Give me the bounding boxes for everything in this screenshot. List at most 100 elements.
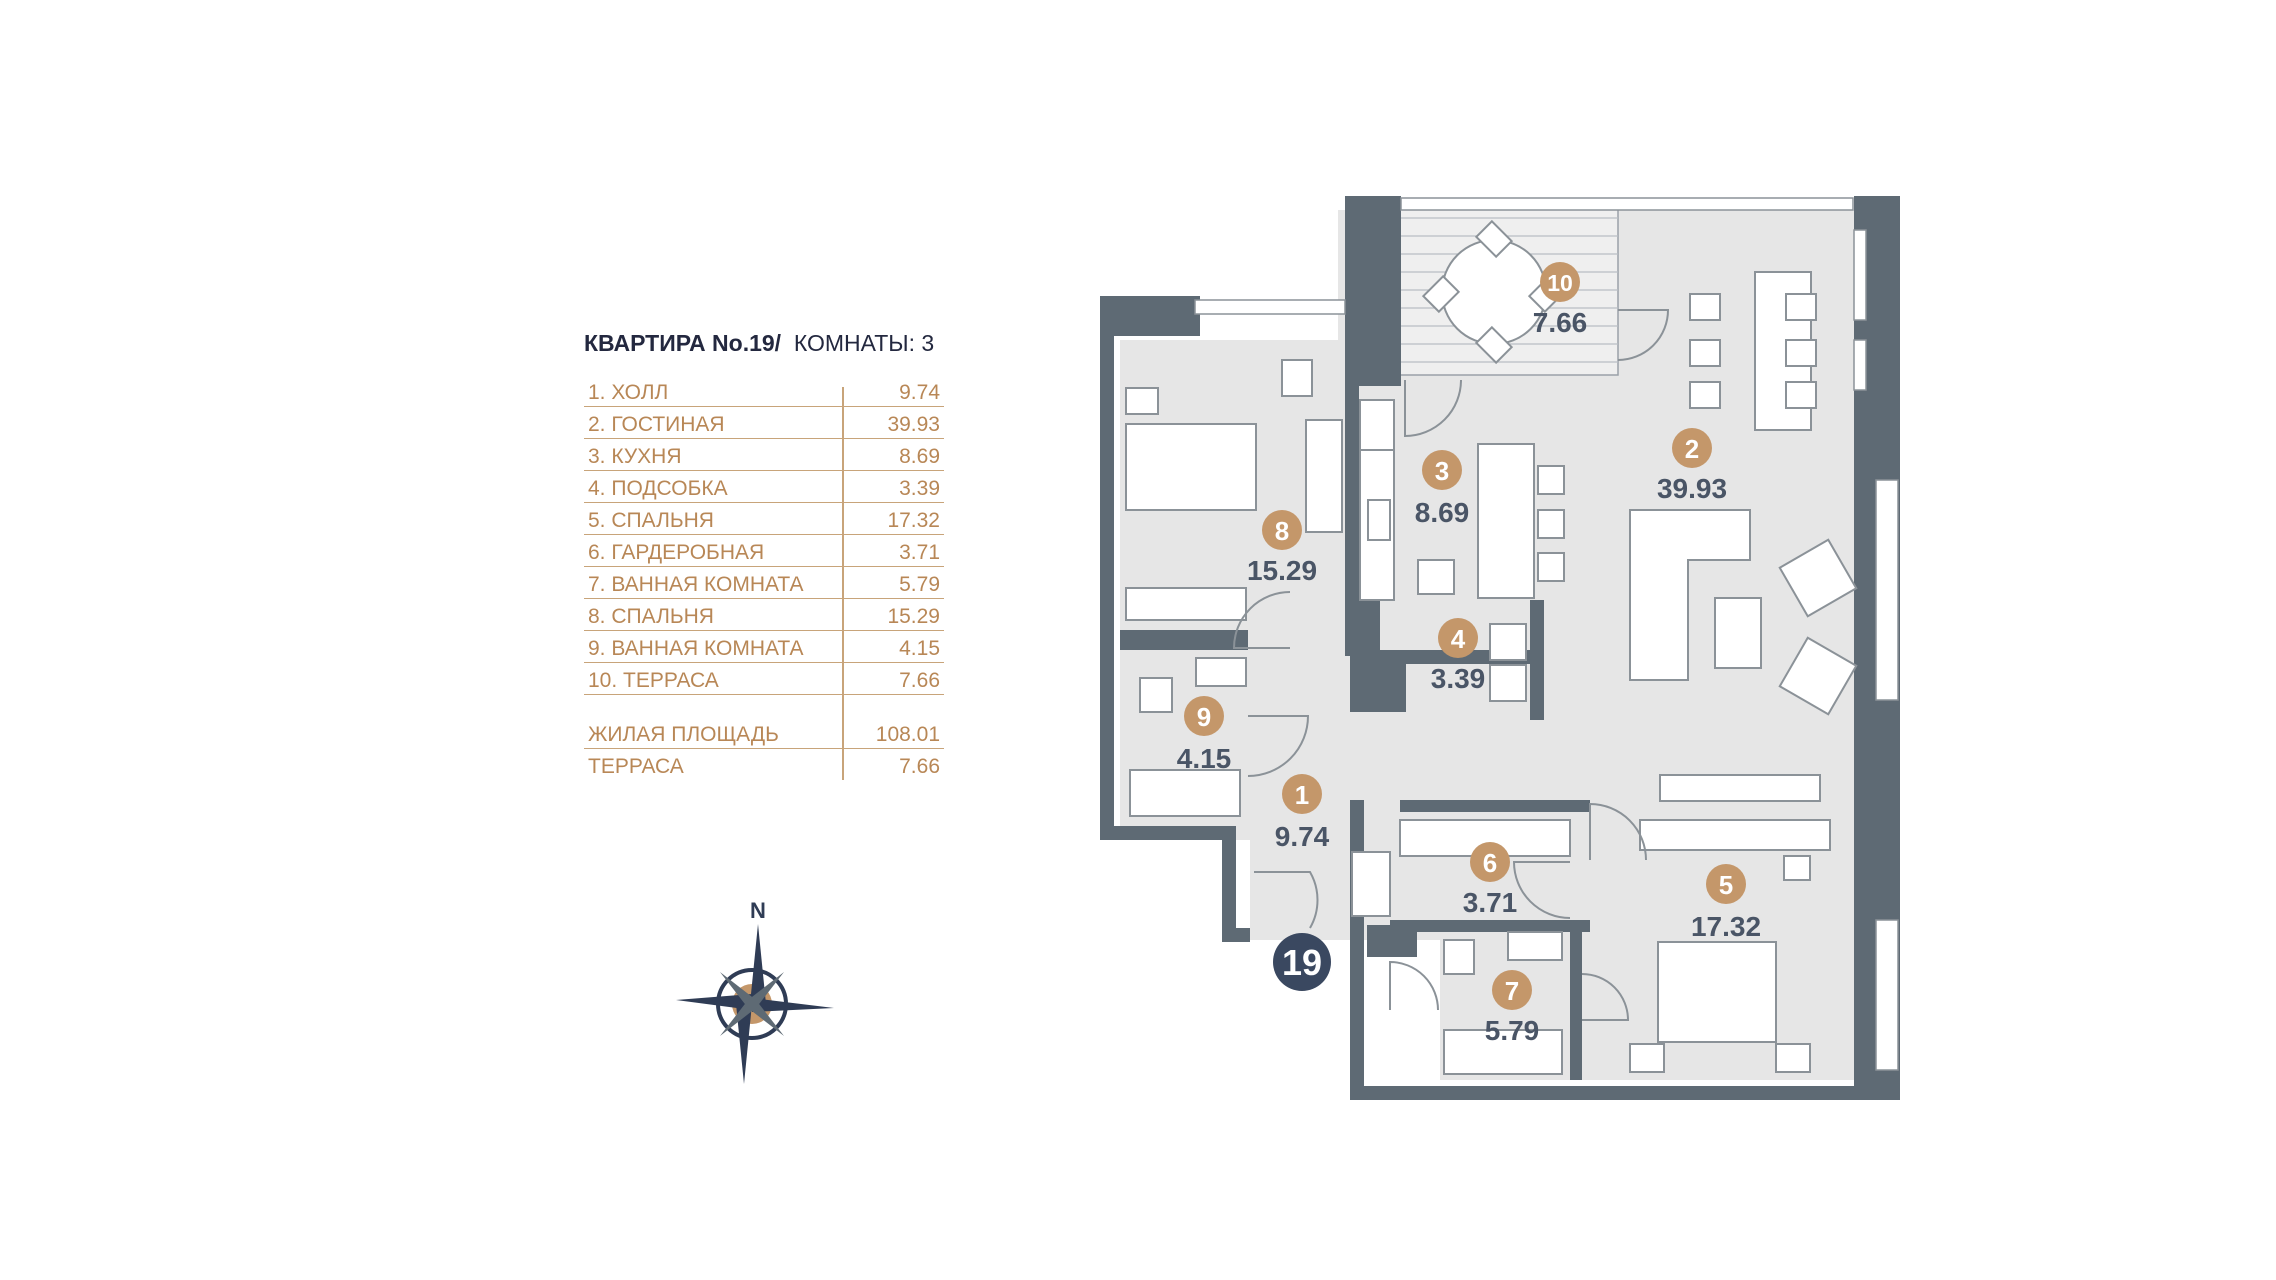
legend-room-area: 8.69 (899, 445, 940, 468)
door-bedroom8 (1232, 591, 1291, 649)
legend-room-name: 6. ГАРДЕРОБНАЯ (588, 541, 765, 564)
room-area: 4.15 (1177, 743, 1232, 774)
legend-total-name: ТЕРРАСА (588, 755, 684, 778)
wall-bath7-right (1570, 930, 1582, 1080)
room-area: 39.93 (1657, 473, 1727, 504)
wall-wardrobe-top (1400, 800, 1590, 812)
compass-west-arrow (676, 994, 752, 1010)
legend-room-name: 4. ПОДСОБКА (588, 477, 728, 500)
terrace-chairs (1421, 219, 1567, 365)
kitchen-sink (1367, 499, 1391, 541)
bed-bedroom8 (1125, 423, 1257, 511)
room-badge (1262, 510, 1302, 550)
door-bath9 (1247, 715, 1310, 777)
dining-chair (1785, 339, 1817, 367)
window-terrace (1400, 197, 1854, 211)
room-label-3: 3 8.69 (1415, 450, 1470, 528)
wall-left-bottom (1100, 826, 1230, 840)
legend-room-name: 1. ХОЛЛ (588, 381, 669, 404)
bar-stool (1537, 509, 1565, 539)
room-label-5: 5 17.32 (1691, 864, 1761, 942)
window-bedroom5 (1875, 919, 1899, 1071)
legend-room-area: 17.32 (887, 509, 940, 532)
door-terrace (1617, 309, 1670, 361)
room-area: 15.29 (1247, 555, 1317, 586)
sofa (1629, 509, 1751, 681)
room-number: 8 (1275, 516, 1289, 546)
room-label-1: 1 9.74 (1275, 774, 1330, 852)
legend-row: 5. СПАЛЬНЯ 17.32 (584, 503, 944, 535)
room-area: 3.71 (1463, 887, 1518, 918)
rooms-count-label: КОМНАТЫ: 3 (793, 330, 935, 356)
bar-stool (1537, 465, 1565, 495)
dining-chair (1785, 293, 1817, 321)
wall-bottom (1350, 1086, 1900, 1100)
doors (1232, 309, 1670, 1021)
room-number: 2 (1685, 434, 1699, 464)
kitchen-stove (1417, 559, 1455, 595)
room-badge (1706, 864, 1746, 904)
wall-entrance-left (1222, 826, 1236, 941)
desk-chair-5 (1783, 855, 1811, 881)
closet-bedroom8 (1125, 587, 1247, 621)
nightstand (1629, 1043, 1665, 1073)
room-badge (1470, 842, 1510, 882)
legend-room-area: 5.79 (899, 573, 940, 596)
apartment-number: 19 (1282, 942, 1322, 983)
legend-row: 2. ГОСТИНАЯ 39.93 (584, 407, 944, 439)
dining-chair (1689, 381, 1721, 409)
room-area: 17.32 (1691, 911, 1761, 942)
desk-chair (1281, 359, 1313, 397)
door-storage-lower (1389, 960, 1439, 1011)
compass-diagonal (720, 972, 756, 1008)
nightstand (1775, 1043, 1811, 1073)
room-badge (1492, 970, 1532, 1010)
legend-room-name: 5. СПАЛЬНЯ (588, 509, 714, 532)
room-label-7: 7 5.79 (1485, 970, 1540, 1046)
room-labels: 1 9.74 2 39.93 3 8.69 4 3.39 5 17.32 6 3… (1177, 262, 1761, 1046)
legend-room-name: 2. ГОСТИНАЯ (588, 413, 725, 436)
room-area: 8.69 (1415, 497, 1470, 528)
bed-bedroom5 (1657, 941, 1777, 1043)
room-area: 3.39 (1431, 663, 1486, 694)
kitchen-island (1477, 443, 1535, 599)
wall-terrace-left (1345, 196, 1401, 386)
door-bedroom5 (1589, 802, 1647, 861)
wall-center-lower (1350, 800, 1364, 1100)
room-area: 5.79 (1485, 1015, 1540, 1046)
legend-room-name: 3. КУХНЯ (588, 445, 682, 468)
wall-top-left (1100, 296, 1200, 336)
room-number: 6 (1483, 848, 1497, 878)
compass-east-arrow (752, 998, 834, 1012)
compass: N (676, 898, 834, 1084)
door-entrance (1254, 871, 1319, 929)
legend-total-name: ЖИЛАЯ ПЛОЩАДЬ (588, 723, 779, 746)
window-living (1875, 479, 1899, 701)
room-label-9: 9 4.15 (1177, 696, 1232, 774)
dining-chair (1785, 381, 1817, 409)
coffee-table (1714, 597, 1762, 669)
wall-left-inner (1345, 386, 1359, 656)
wall-storage-right (1530, 600, 1544, 720)
compass-diagonal (720, 1000, 756, 1036)
sink-7 (1507, 931, 1563, 961)
room-badge (1540, 262, 1580, 302)
legend-room-name: 10. ТЕРРАСА (588, 669, 719, 692)
legend-room-name: 9. ВАННАЯ КОМНАТА (588, 637, 804, 660)
apartment-badge: 19 (1273, 933, 1331, 991)
room-label-2: 2 39.93 (1657, 428, 1727, 504)
apartment-label: КВАРТИРА No.19/ (584, 330, 782, 356)
apartment-badge-circle (1273, 933, 1331, 991)
room-number: 3 (1435, 456, 1449, 486)
room-badge (1438, 618, 1478, 658)
sink-9 (1195, 657, 1247, 687)
legend-title: КВАРТИРА No.19/ КОМНАТЫ: 3 (584, 330, 944, 357)
door-bath7 (1581, 973, 1630, 1021)
legend-room-area: 39.93 (887, 413, 940, 436)
compass-north-label: N (750, 898, 766, 923)
